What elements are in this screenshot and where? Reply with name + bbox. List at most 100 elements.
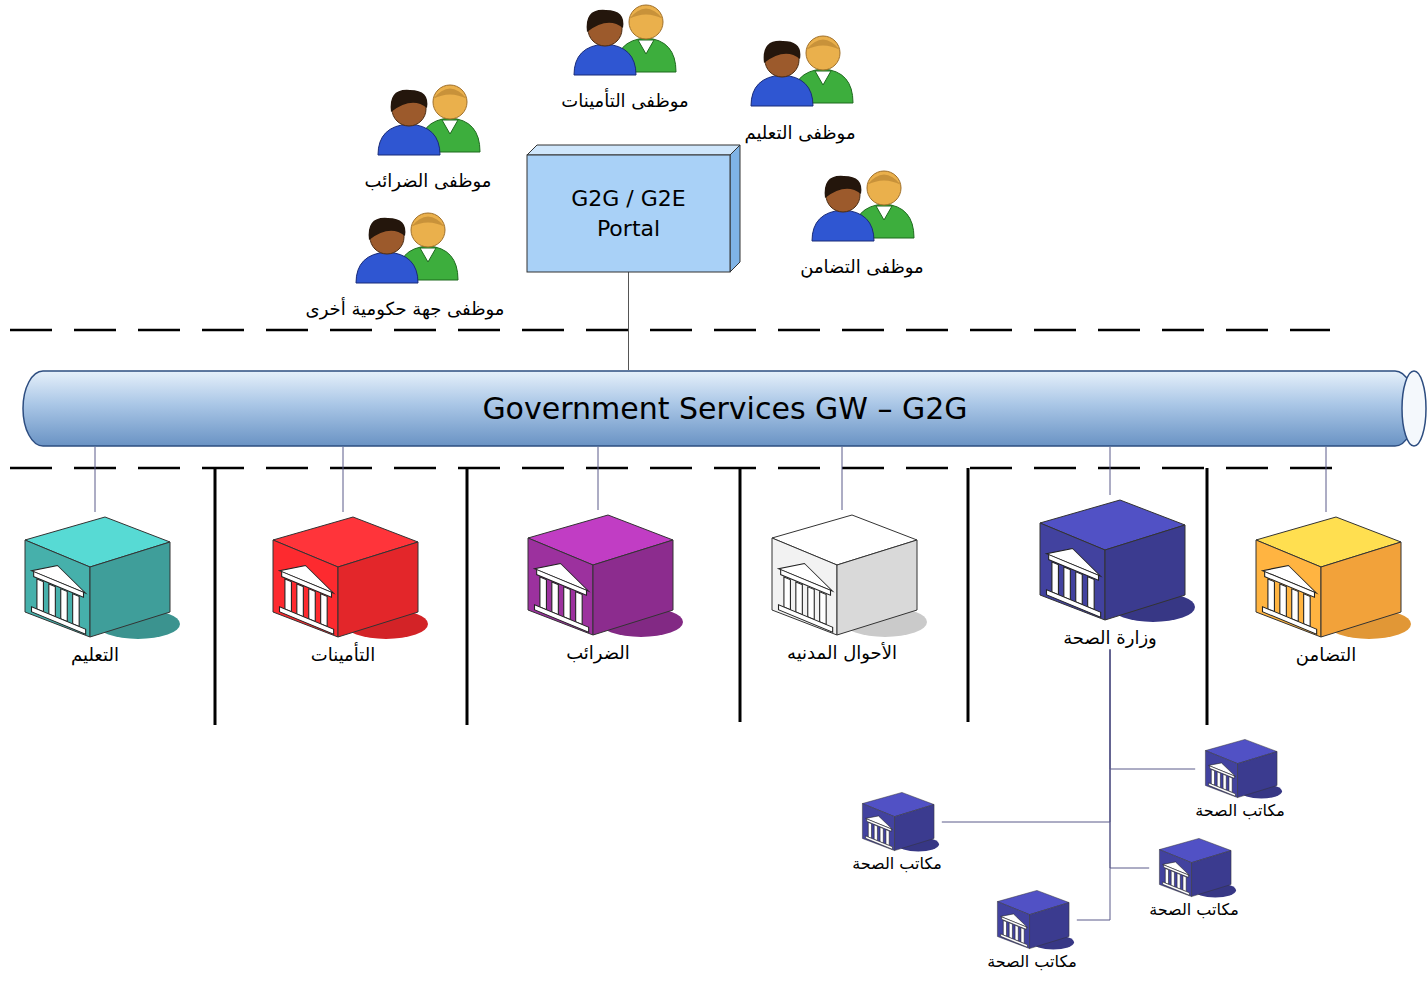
employee-icon	[378, 85, 480, 155]
agency-building: التأمينات	[258, 512, 428, 667]
person-hair	[391, 90, 428, 112]
temple-column	[1009, 923, 1012, 939]
building-left	[1256, 540, 1321, 637]
person-head	[629, 5, 663, 39]
portal-graphic	[527, 155, 730, 272]
building-icon	[1256, 517, 1411, 639]
employee-icon	[812, 171, 914, 241]
building-right	[90, 542, 170, 637]
temple-column	[540, 577, 547, 610]
temple-column	[309, 589, 316, 622]
temple-symbol	[1163, 857, 1190, 896]
temple-base	[779, 605, 833, 633]
temple-column	[1088, 577, 1095, 610]
connector-line	[1110, 447, 1111, 495]
person-hair	[806, 40, 840, 51]
building-graphic	[855, 790, 939, 854]
box-top-face	[527, 145, 740, 155]
building-left	[772, 538, 837, 635]
person-body	[751, 75, 813, 106]
temple-column	[1165, 868, 1168, 884]
temple-column	[61, 589, 68, 622]
person-hair	[629, 9, 663, 20]
temple-column	[1268, 579, 1275, 612]
gateway-band: Government Services GW – G2G	[22, 370, 1428, 447]
connector-line	[95, 447, 96, 512]
temple-column	[880, 827, 883, 843]
person-hair	[433, 89, 467, 100]
temple-column	[1021, 928, 1024, 944]
pipe-body	[23, 371, 1415, 446]
temple-column	[868, 822, 871, 838]
separator-line	[214, 468, 217, 725]
building-icon	[528, 515, 683, 637]
temple-column	[808, 587, 815, 620]
temple-column	[1064, 567, 1071, 600]
connector-line	[942, 650, 1110, 823]
agency-building: التعليم	[10, 512, 180, 667]
person-head	[433, 85, 467, 119]
separator-line	[967, 468, 970, 722]
building-graphic	[10, 512, 180, 644]
box-side-face	[730, 145, 740, 272]
temple-symbol	[1209, 758, 1236, 797]
building-label: التضامن	[1296, 644, 1356, 667]
person-hair	[587, 10, 624, 32]
agency-building: الأحوال المدنيه	[757, 510, 927, 665]
temple-column	[874, 825, 877, 841]
temple-column	[37, 579, 44, 612]
temple-column	[1229, 777, 1232, 793]
building-left	[273, 540, 338, 637]
temple-column	[1076, 572, 1083, 605]
connector-line	[598, 447, 599, 510]
building-graphic	[1198, 737, 1282, 801]
building-icon	[1205, 739, 1282, 798]
temple-symbol	[1001, 909, 1028, 948]
connector-line	[1326, 447, 1327, 512]
employee-label: موظفى التضامن	[800, 256, 923, 277]
person-body	[356, 252, 418, 283]
building-icon	[772, 515, 927, 637]
building-label: مكاتب الصحة	[1195, 801, 1285, 821]
person-hair	[369, 218, 406, 240]
connector-line	[343, 447, 344, 512]
temple-symbol	[32, 555, 86, 635]
temple-column	[576, 592, 583, 625]
zone-divider	[10, 467, 1342, 470]
building-right	[1321, 542, 1401, 637]
person-collar	[442, 120, 458, 134]
building-label: وزارة الصحة	[1063, 627, 1157, 650]
pipe-end	[1402, 371, 1426, 446]
zone-divider	[10, 329, 1330, 332]
separator-line	[466, 468, 469, 725]
employee-icon	[751, 36, 853, 106]
agency-building: مكاتب الصحة	[852, 790, 942, 874]
box-front-face	[527, 155, 730, 272]
temple-column	[564, 587, 571, 620]
temple-base	[1209, 783, 1236, 796]
person-body	[574, 44, 636, 75]
separator-line	[1206, 468, 1209, 725]
building-graphic	[1025, 495, 1195, 627]
connector-line	[842, 447, 843, 510]
connector-line	[1077, 650, 1110, 921]
building-left	[1159, 850, 1191, 897]
person-head	[411, 213, 445, 247]
person-collar	[420, 248, 436, 262]
building-left	[997, 902, 1029, 949]
temple-column	[1217, 772, 1220, 788]
building-left	[528, 538, 593, 635]
temple-column	[1003, 920, 1006, 936]
building-graphic	[258, 512, 428, 644]
employee-icon	[356, 213, 458, 283]
person-hair	[764, 41, 801, 63]
building-right	[1105, 525, 1185, 620]
building-right	[1238, 752, 1278, 798]
person-head	[867, 171, 901, 205]
temple-column	[1052, 562, 1059, 595]
building-graphic	[1152, 836, 1236, 900]
building-label: التعليم	[71, 644, 119, 667]
building-icon	[25, 517, 180, 639]
agency-building: مكاتب الصحة	[1149, 836, 1239, 920]
agency-building: مكاتب الصحة	[987, 888, 1077, 972]
